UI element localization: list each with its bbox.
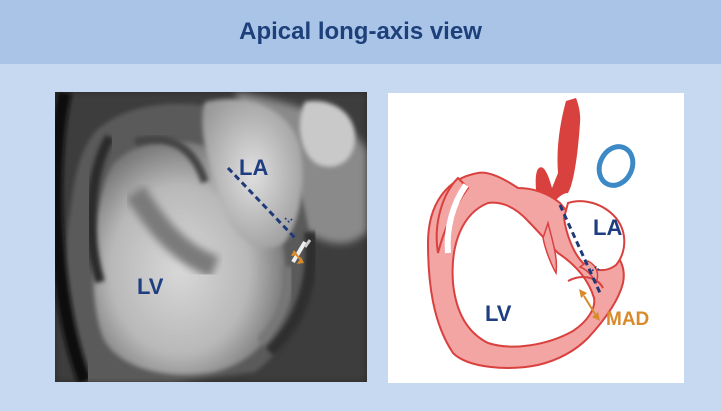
- schematic-panel: LA LV MAD: [388, 93, 684, 383]
- mri-image-panel: LA LV: [55, 92, 367, 382]
- schematic-label-mad: MAD: [606, 309, 649, 330]
- mri-label-lv: LV: [137, 274, 164, 299]
- pulmonary-vessel-ring: [593, 141, 639, 191]
- page-title: Apical long-axis view: [239, 18, 482, 46]
- schematic-label-la: LA: [593, 215, 622, 240]
- mri-label-la: LA: [239, 155, 268, 180]
- header-bar: Apical long-axis view: [0, 0, 721, 64]
- schematic-diagram: LA LV MAD: [388, 93, 684, 383]
- schematic-label-lv: LV: [485, 301, 512, 326]
- mri-image: LA LV: [55, 92, 367, 382]
